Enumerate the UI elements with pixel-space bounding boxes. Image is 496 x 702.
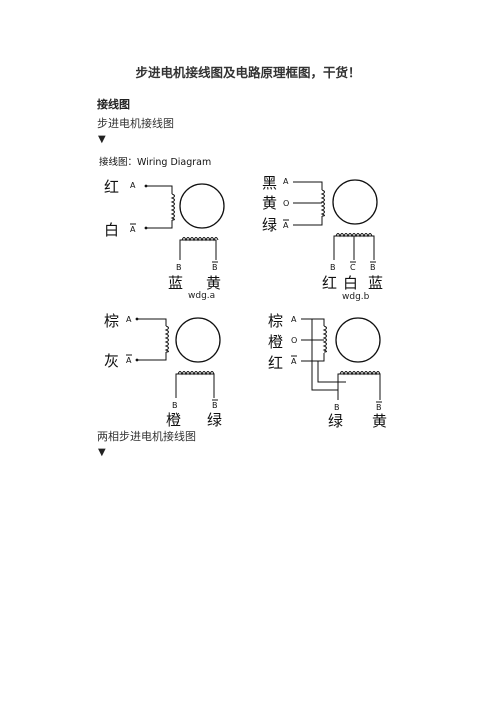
pin-b-bottom-3: B bbox=[370, 263, 376, 272]
winding-d: 棕 橙 红 A O A B B 绿 黄 bbox=[268, 312, 387, 430]
pin-c-left-1: A bbox=[126, 315, 132, 324]
wire-d-left-2: 橙 bbox=[268, 333, 283, 351]
pin-b-left-3: A bbox=[283, 221, 289, 230]
wire-b-left-1: 黑 bbox=[262, 174, 277, 192]
wiring-diagram-header: 接线图：Wiring Diagram bbox=[99, 156, 211, 168]
wire-b-left-3: 绿 bbox=[262, 216, 277, 234]
winding-a: 红 白 A A B B 蓝 黄 wdg.a bbox=[104, 178, 225, 301]
pin-d-bottom-1: B bbox=[334, 403, 340, 412]
wire-c-bottom-1: 橙 bbox=[166, 411, 181, 429]
wire-b-bottom-2: 白 bbox=[343, 274, 358, 292]
winding-c: 棕 灰 A A B B 橙 绿 bbox=[104, 312, 222, 429]
down-arrow-icon-2: ▼ bbox=[98, 447, 106, 458]
wire-d-bottom-2: 黄 bbox=[372, 412, 387, 430]
winding-b-label: wdg.b bbox=[342, 292, 370, 302]
wire-d-left-3: 红 bbox=[268, 354, 283, 372]
motor-c-circle bbox=[175, 317, 221, 363]
pin-d-left-3: A bbox=[291, 357, 297, 366]
wire-c-left-2: 灰 bbox=[104, 352, 119, 370]
down-arrow-icon: ▼ bbox=[98, 134, 106, 145]
wire-c-bottom-2: 绿 bbox=[207, 411, 222, 429]
pin-c-left-2: A bbox=[126, 356, 132, 365]
wire-d-left-1: 棕 bbox=[268, 312, 283, 330]
pin-c-bottom-1: B bbox=[172, 401, 178, 410]
winding-a-label: wdg.a bbox=[188, 291, 215, 301]
pin-a-left-1: A bbox=[130, 181, 136, 190]
wire-a-left-2: 白 bbox=[104, 221, 119, 239]
section-heading: 接线图 bbox=[97, 98, 130, 111]
pin-b-left-2: O bbox=[283, 199, 289, 208]
motor-b-circle bbox=[332, 179, 378, 225]
motor-a-circle bbox=[179, 183, 225, 229]
wire-b-left-2: 黄 bbox=[262, 194, 277, 212]
pin-a-bottom-2: B bbox=[212, 263, 218, 272]
diagram-caption-1: 步进电机接线图 bbox=[97, 117, 174, 130]
pin-b-bottom-1: B bbox=[330, 263, 336, 272]
pin-c-bottom-2: B bbox=[212, 401, 218, 410]
pin-d-left-2: O bbox=[291, 336, 297, 345]
wire-a-bottom-2: 黄 bbox=[206, 274, 221, 292]
pin-a-left-2: A bbox=[130, 225, 136, 234]
wiring-diagram: 接线图：Wiring Diagram 红 白 A A B B 蓝 黄 wdg.a… bbox=[99, 156, 387, 430]
pin-d-bottom-2: B bbox=[376, 403, 382, 412]
pin-d-left-1: A bbox=[291, 315, 297, 324]
motor-d-circle bbox=[335, 317, 381, 363]
wire-a-bottom-1: 蓝 bbox=[168, 274, 183, 292]
wire-c-left-1: 棕 bbox=[104, 312, 119, 330]
wire-b-bottom-1: 红 bbox=[322, 274, 337, 292]
pin-b-left-1: A bbox=[283, 177, 289, 186]
page-title: 步进电机接线图及电路原理框图，干货！ bbox=[135, 65, 361, 80]
wire-a-left-1: 红 bbox=[104, 178, 119, 196]
diagram-caption-2: 两相步进电机接线图 bbox=[97, 430, 196, 443]
wire-b-bottom-3: 蓝 bbox=[368, 274, 383, 292]
pin-a-bottom-1: B bbox=[176, 263, 182, 272]
winding-b: 黑 黄 绿 A O A B C B 红 白 蓝 wdg.b bbox=[262, 174, 383, 302]
pin-b-bottom-2: C bbox=[350, 263, 356, 272]
wire-d-bottom-1: 绿 bbox=[328, 412, 343, 430]
